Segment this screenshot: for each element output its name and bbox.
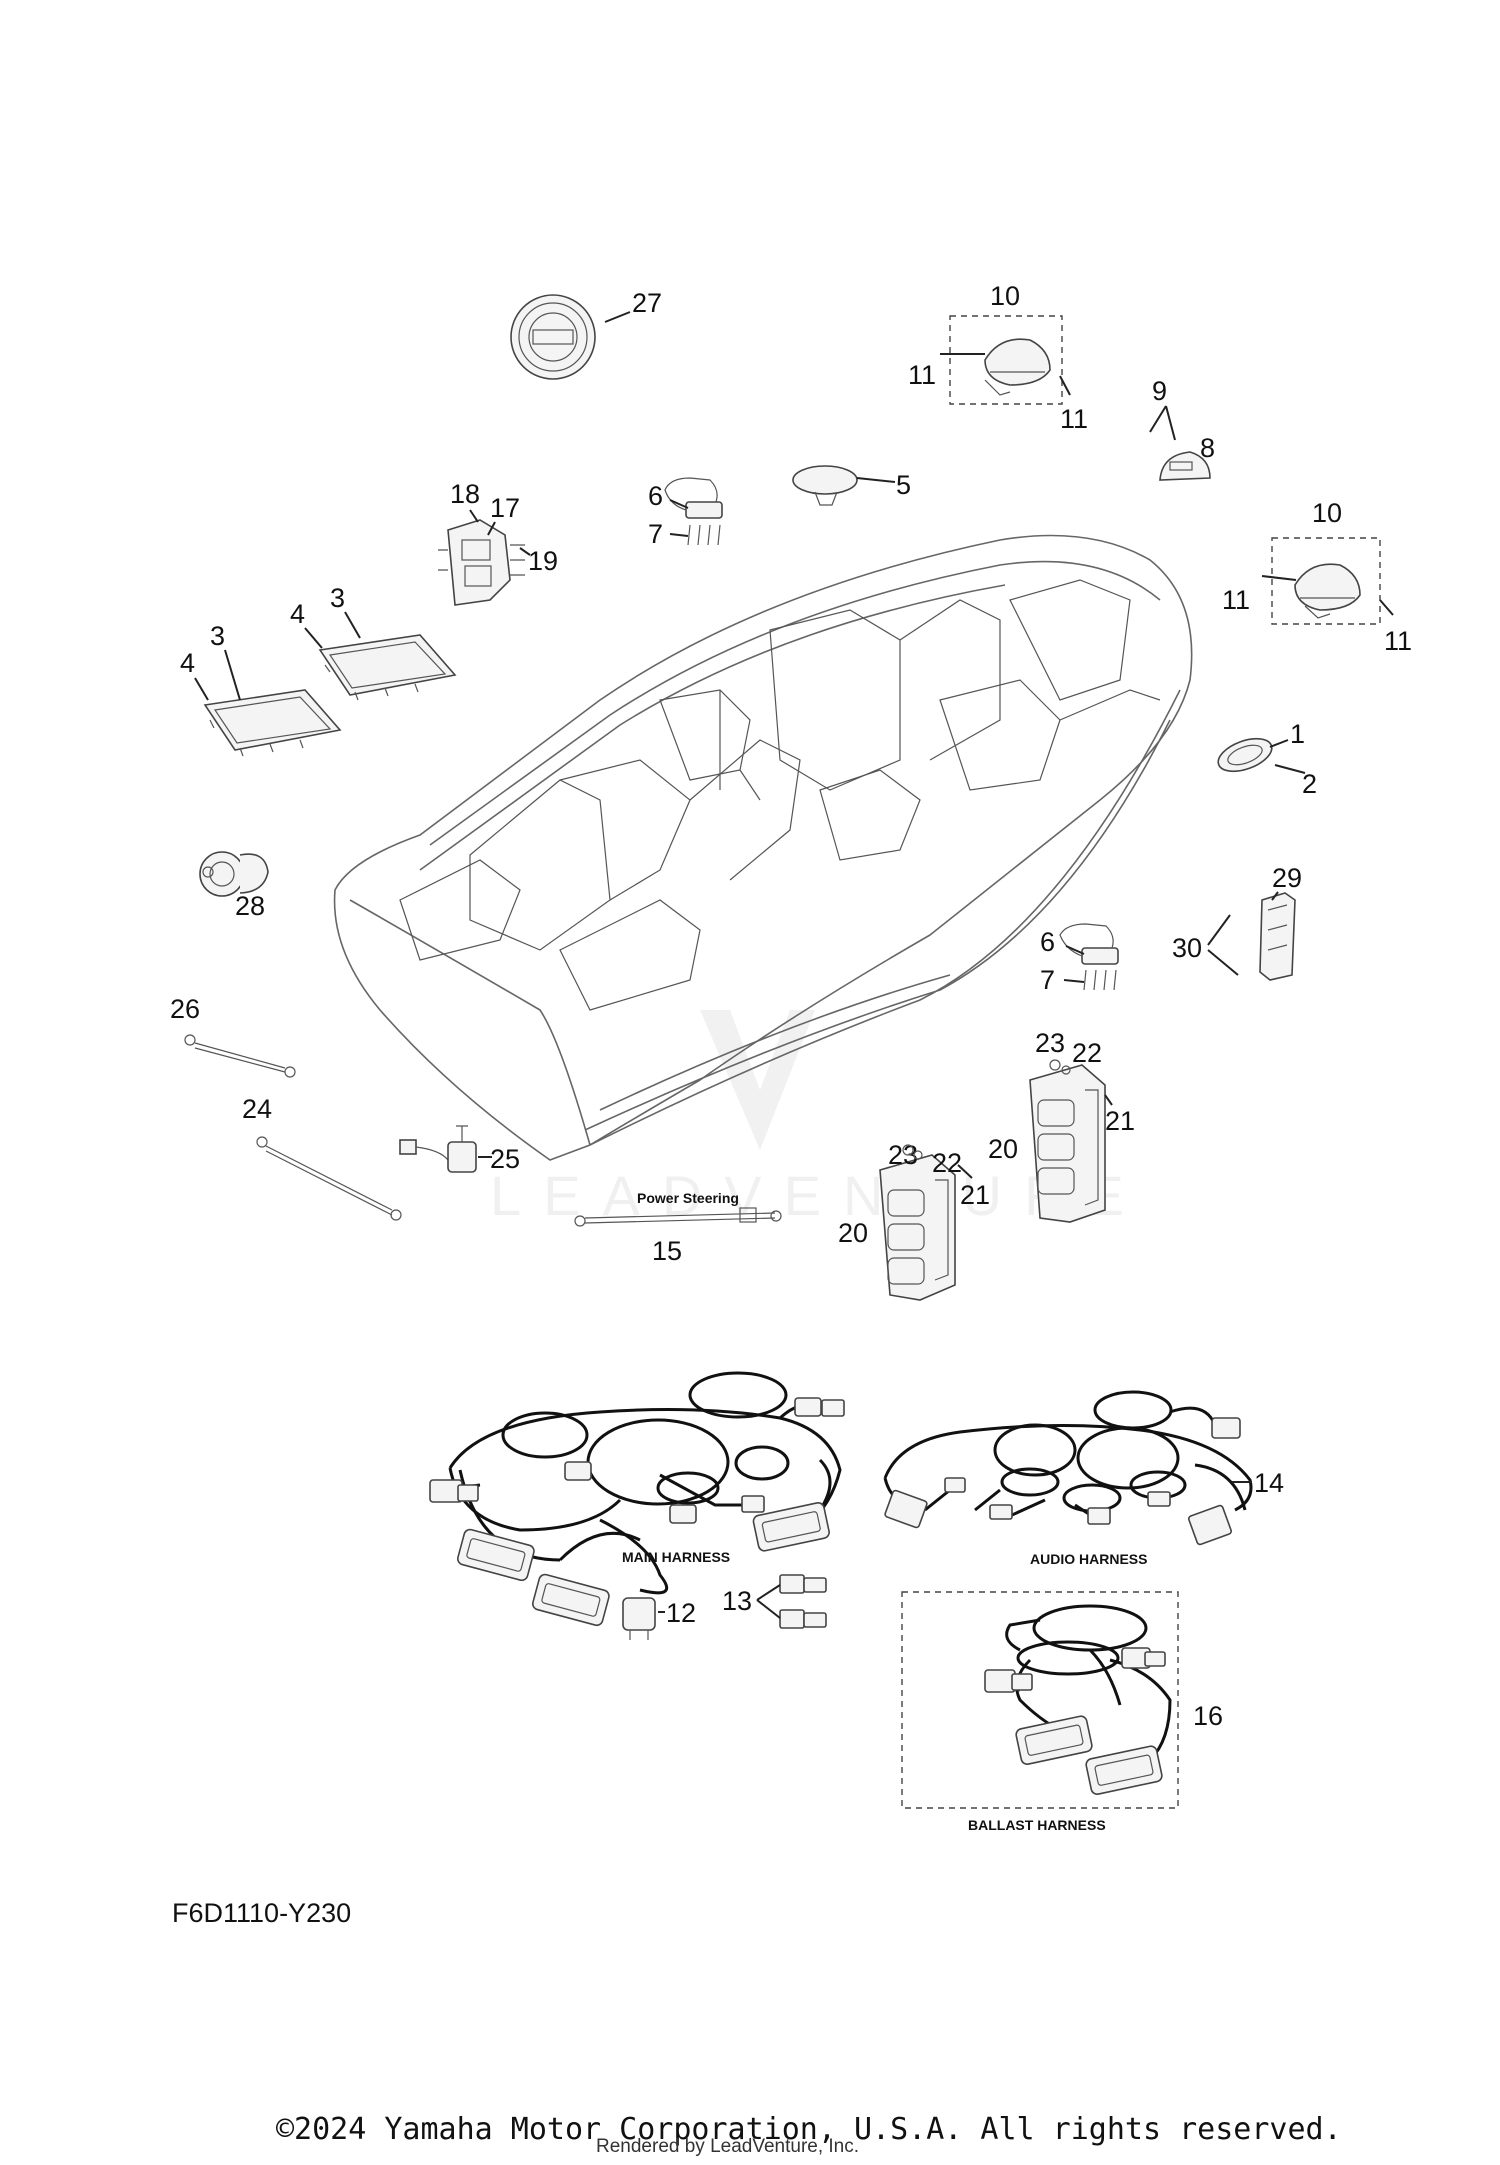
part-6-light-top: [664, 477, 723, 519]
callout-27: 27: [632, 288, 662, 318]
part-10-light-right: [1294, 563, 1361, 619]
part-13-connectors: [779, 1574, 827, 1629]
part-10-box-right: [1271, 537, 1381, 625]
ballast-harness: BALLAST HARNESS: [968, 1604, 1172, 1833]
copyright-notice: ©2024 Yamaha Motor Corporation, U.S.A. A…: [276, 2112, 1342, 2147]
callout-7-top: 7: [648, 519, 663, 549]
part-6-light-bottom: [1059, 923, 1119, 965]
main-harness: MAIN HARNESS: [429, 1371, 845, 1627]
callout-7-bottom: 7: [1040, 965, 1055, 995]
callout-24: 24: [242, 1094, 272, 1124]
part-24-cable: [256, 1136, 402, 1221]
part-12-relay: [622, 1597, 656, 1640]
callout-25: 25: [490, 1144, 520, 1174]
callout-6-bottom: 6: [1040, 927, 1055, 957]
callout-21-right: 21: [1105, 1106, 1135, 1136]
part-25-sensor: [399, 1125, 477, 1173]
diagram-code: F6D1110-Y230: [172, 1898, 352, 1928]
callout-14: 14: [1254, 1468, 1284, 1498]
part-28-fitting: [199, 851, 269, 897]
part-3-frame-right: [318, 634, 457, 701]
part-1-grille: [1217, 737, 1273, 773]
caption-ballast-harness: BALLAST HARNESS: [968, 1817, 1106, 1833]
callout-9: 9: [1152, 376, 1167, 406]
callout-20-left: 20: [838, 1218, 868, 1248]
part-20-mount-left: [879, 1154, 956, 1301]
callout-23-left: 23: [888, 1140, 918, 1170]
callout-18: 18: [450, 479, 480, 509]
callout-1: 1: [1290, 719, 1305, 749]
part-15-cable: Power Steering: [574, 1190, 782, 1227]
part-27-gauge: [510, 294, 596, 380]
callout-21-left: 21: [960, 1180, 990, 1210]
callout-3-left: 3: [210, 621, 225, 651]
callout-4-left: 4: [180, 648, 195, 678]
callout-30: 30: [1172, 933, 1202, 963]
rendered-by-notice: Rendered by LeadVenture, Inc.: [596, 2136, 860, 2157]
callout-6-top: 6: [648, 481, 663, 511]
callout-12: 12: [666, 1598, 696, 1628]
callout-3-right: 3: [330, 583, 345, 613]
boat-hull: [333, 534, 1193, 1161]
callout-2: 2: [1302, 769, 1317, 799]
callout-11-top-right: 11: [1060, 404, 1088, 434]
callout-4-right: 4: [290, 599, 305, 629]
callout-17: 17: [490, 493, 520, 523]
callout-22-left: 22: [932, 1148, 962, 1178]
callout-19: 19: [528, 546, 558, 576]
callout-10-right: 10: [1312, 498, 1342, 528]
part-20-mount-right: [1029, 1064, 1106, 1223]
callout-20-right: 20: [988, 1134, 1018, 1164]
part-26-cable: [184, 1034, 296, 1078]
part-5-cap: [792, 465, 858, 506]
callout-29: 29: [1272, 863, 1302, 893]
watermark-logo: LEADVENTURE: [490, 1010, 1146, 1227]
callout-11-top-left: 11: [908, 360, 936, 390]
part-17-bracket: [438, 519, 525, 606]
callout-15: 15: [652, 1236, 682, 1266]
callout-10-top: 10: [990, 281, 1020, 311]
callout-23-right: 23: [1035, 1028, 1065, 1058]
caption-audio-harness: AUDIO HARNESS: [1030, 1551, 1147, 1567]
caption-power-steering: Power Steering: [637, 1190, 739, 1206]
watermark-text: LEADVENTURE: [490, 1164, 1146, 1227]
callout-16: 16: [1193, 1701, 1223, 1731]
callout-26: 26: [170, 994, 200, 1024]
part-10-light-top: [984, 338, 1051, 396]
part-8-fitting: [1159, 451, 1211, 481]
part-29-panel: [1259, 892, 1296, 981]
part-3-frame-left: [203, 689, 342, 757]
caption-main-harness: MAIN HARNESS: [622, 1549, 730, 1565]
callout-11-right-left: 11: [1222, 585, 1250, 615]
callout-28: 28: [235, 891, 265, 921]
part-16-box: [901, 1591, 1179, 1809]
callout-11-right-right: 11: [1384, 626, 1412, 656]
part-10-box-top: [949, 315, 1063, 405]
audio-harness: AUDIO HARNESS: [883, 1390, 1253, 1567]
callout-13: 13: [722, 1586, 752, 1616]
callout-5: 5: [896, 470, 911, 500]
callout-8: 8: [1200, 433, 1215, 463]
callout-22-right: 22: [1072, 1038, 1102, 1068]
